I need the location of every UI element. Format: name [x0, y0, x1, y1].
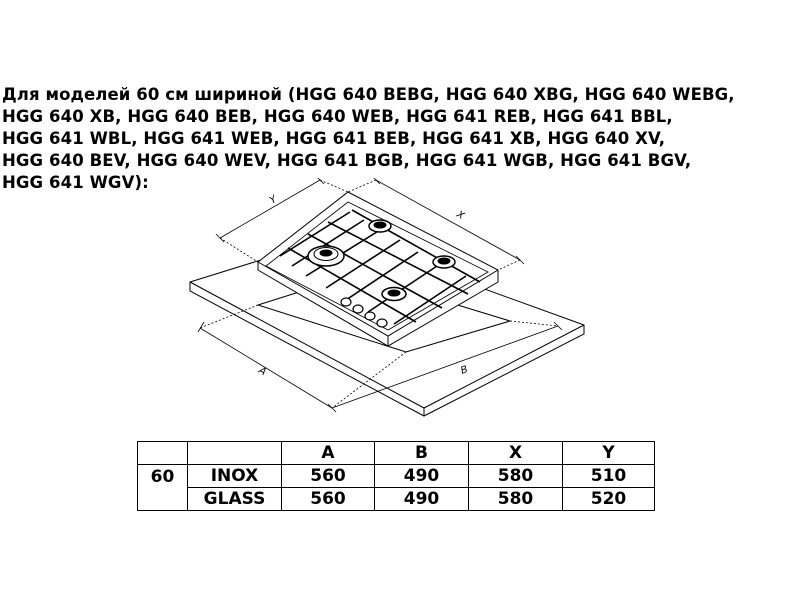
- value-cell: 560: [281, 487, 375, 511]
- burner-front: [381, 286, 407, 302]
- table-header-cell: [187, 441, 282, 465]
- value-cell: 580: [468, 464, 563, 488]
- dimension-label-y: Y: [268, 194, 280, 207]
- value-cell: 520: [562, 487, 655, 511]
- table-header-a: A: [281, 441, 375, 465]
- table-row: GLASS 560 490 580 520: [138, 487, 655, 511]
- burner-rear: [368, 219, 392, 233]
- value-cell: 490: [374, 464, 469, 488]
- heading-line: HGG 641 WGV):: [2, 173, 149, 192]
- table-header-x: X: [468, 441, 563, 465]
- dimension-label-x: X: [454, 209, 467, 223]
- burner-right: [432, 255, 456, 269]
- dimension-label-a: A: [256, 365, 269, 379]
- value-cell: 490: [374, 487, 469, 511]
- installation-heading: Для моделей 60 см шириной (HGG 640 BEBG,…: [2, 84, 798, 194]
- table-header-b: B: [374, 441, 469, 465]
- control-knobs: [340, 297, 388, 328]
- variant-cell: INOX: [187, 464, 282, 488]
- value-cell: 580: [468, 487, 563, 511]
- heading-line: Для моделей 60 см шириной (HGG 640 BEBG,…: [2, 85, 735, 104]
- table-header-row: A B X Y: [137, 441, 655, 465]
- dimensions-table: A B X Y 60 INOX 560 490 580 510 GLASS 56…: [137, 441, 655, 511]
- dimension-lines-xy: [215, 178, 525, 271]
- heading-line: HGG 640 BEV, HGG 640 WEV, HGG 641 BGB, H…: [2, 151, 692, 170]
- heading-line: HGG 641 WBL, HGG 641 WEB, HGG 641 BEB, H…: [2, 129, 666, 148]
- table-header-cell: [137, 441, 188, 465]
- hob-installation-diagram: A B: [189, 178, 585, 417]
- variant-cell: GLASS: [187, 487, 282, 511]
- burner-wok: [307, 245, 345, 267]
- model-width-cell: 60: [137, 464, 188, 511]
- heading-line: HGG 640 XB, HGG 640 BEB, HGG 640 WEB, HG…: [2, 107, 673, 126]
- value-cell: 560: [281, 464, 375, 488]
- dimension-lines-ab: [197, 304, 563, 413]
- dimension-label-b: B: [459, 364, 469, 377]
- table-header-y: Y: [562, 441, 655, 465]
- table-row: 60 INOX 560 490 580 510: [137, 464, 655, 511]
- value-cell: 510: [562, 464, 655, 488]
- gas-hob: [257, 191, 499, 347]
